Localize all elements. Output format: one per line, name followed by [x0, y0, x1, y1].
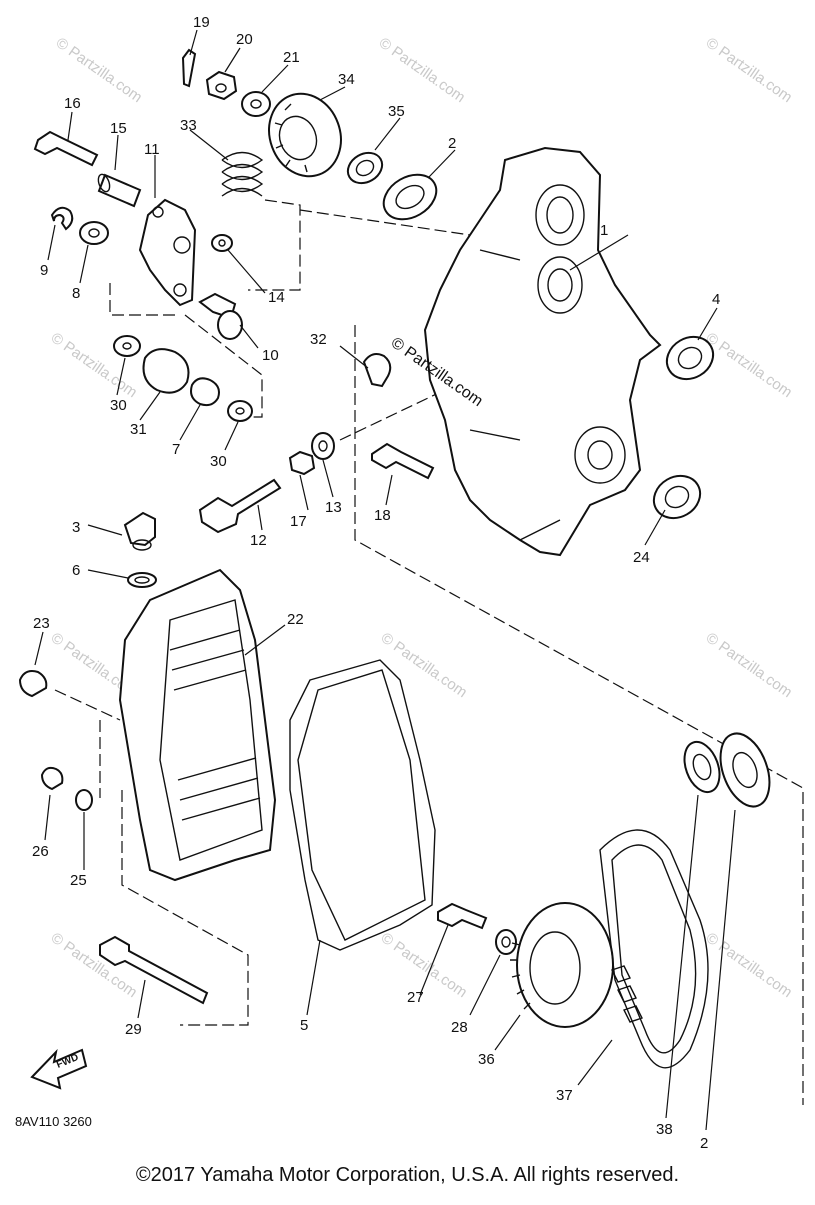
bolt-part-29: [99, 935, 209, 1005]
cover-part-22: [118, 568, 277, 882]
callout-label: 11: [144, 141, 160, 158]
lever-part-11: [138, 198, 197, 307]
callout-label: 28: [451, 1019, 468, 1036]
washer-part-30-upper: [113, 335, 141, 357]
crankcase-cover-part-1: [423, 146, 662, 557]
bolt-part-27: [437, 902, 488, 930]
callout-label: 20: [236, 31, 253, 48]
watermark: © Partzilla.com: [48, 929, 141, 1001]
pin-part-10: [198, 292, 243, 340]
callout-label: 34: [338, 71, 355, 88]
fwd-arrow: FWD: [30, 1048, 88, 1090]
washer-part-8: [79, 221, 109, 245]
washer-part-14: [211, 234, 233, 252]
watermark: © Partzilla.com: [378, 629, 471, 701]
callout-label: 1: [600, 222, 608, 239]
callout-label: 37: [556, 1087, 573, 1104]
nut-part-17: [288, 450, 316, 476]
callout-label: 36: [478, 1051, 495, 1068]
callout-label: 13: [325, 499, 342, 516]
seal-part-4: [665, 335, 715, 381]
callout-label: 7: [172, 441, 180, 458]
callout-label: 30: [110, 397, 127, 414]
spring-part-33: [221, 151, 264, 197]
nut-part-20: [205, 70, 238, 101]
callout-label: 16: [64, 95, 81, 112]
washer-part-30-lower: [227, 400, 253, 422]
roller-part-31: [142, 348, 190, 394]
watermark: © Partzilla.com: [703, 34, 796, 106]
callout-label: 31: [130, 421, 147, 438]
gear-part-34: [268, 92, 342, 178]
pin-part-19: [181, 48, 197, 88]
washer-part-6: [127, 572, 157, 588]
washer-part-25: [75, 789, 93, 811]
callout-label: 26: [32, 843, 49, 860]
callout-labels: 1 2 2 3 4 5 6 7 8 9 10 11 12 13 14 15 16…: [32, 14, 720, 1152]
washer-part-28: [495, 929, 517, 955]
copyright-notice: ©2017 Yamaha Motor Corporation, U.S.A. A…: [135, 1164, 680, 1186]
callout-label: 38: [656, 1121, 673, 1138]
sprocket-part-36: [510, 902, 614, 1028]
watermark: © Partzilla.com: [703, 629, 796, 701]
seal-part-38: [683, 740, 721, 794]
bolt-part-26: [40, 766, 64, 791]
callout-label: 24: [633, 549, 650, 566]
chain-part-37: [599, 829, 709, 1069]
collar-part-7: [190, 377, 220, 407]
callout-label: 3: [72, 519, 80, 536]
watermark: © Partzilla.com: [378, 929, 471, 1001]
callout-label: 12: [250, 532, 267, 549]
bolt-part-12: [198, 478, 282, 534]
callout-label: 4: [712, 291, 720, 308]
bearing-part-2: [382, 173, 438, 221]
watermark: © Partzilla.com: [376, 34, 469, 106]
callout-label: 5: [300, 1017, 308, 1034]
assembly-guides: [54, 199, 804, 1105]
washer-part-13: [311, 432, 335, 460]
callout-label: 15: [110, 120, 127, 137]
callout-label: 32: [310, 331, 327, 348]
callout-label: 8: [72, 285, 80, 302]
callout-label: 23: [33, 615, 50, 632]
fitting-part-32: [362, 353, 392, 388]
callout-label: 19: [193, 14, 210, 31]
callout-label: 2: [700, 1135, 708, 1152]
callout-label: 35: [388, 103, 405, 120]
callout-label: 30: [210, 453, 227, 470]
bolt-part-23: [18, 670, 48, 698]
bolt-part-16: [33, 130, 99, 167]
bearing-part-2-lower: [719, 732, 771, 808]
watermark: © Partzilla.com: [703, 329, 796, 401]
diagram-code: 8AV110 3260: [15, 1114, 92, 1129]
plug-part-3: [123, 511, 156, 551]
washer-part-21: [241, 91, 271, 117]
callout-label: 9: [40, 262, 48, 279]
callout-label: 21: [283, 49, 300, 66]
callout-label: 33: [180, 117, 197, 134]
callout-label: 10: [262, 347, 279, 364]
gasket-part-5: [289, 659, 436, 951]
seal-part-35: [346, 151, 384, 185]
callout-label: 29: [125, 1021, 142, 1038]
seal-part-24: [652, 474, 702, 520]
callout-label: 27: [407, 989, 424, 1006]
sleeve-part-15: [97, 173, 142, 208]
clip-part-9: [50, 206, 74, 231]
callout-label: 14: [268, 289, 285, 306]
callout-label: 25: [70, 872, 87, 889]
bolt-part-18: [371, 442, 435, 480]
callout-label: 2: [448, 135, 456, 152]
callout-label: 18: [374, 507, 391, 524]
watermark: © Partzilla.com: [703, 929, 796, 1001]
callout-label: 6: [72, 562, 80, 579]
callout-label: 17: [290, 513, 307, 530]
callout-label: 22: [287, 611, 304, 628]
leader-lines: [34, 29, 736, 1131]
